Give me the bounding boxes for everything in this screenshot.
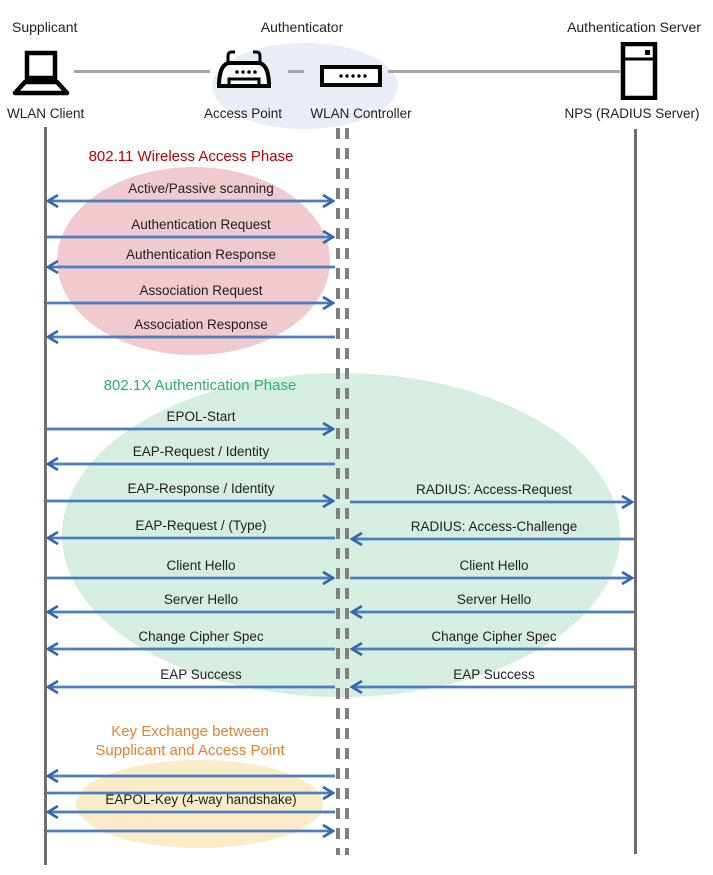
message-label: Client Hello — [166, 558, 236, 573]
message-arrow-left — [350, 604, 634, 620]
message-label: Authentication Request — [131, 217, 271, 232]
access-point-lifeline — [336, 128, 340, 855]
authenticator-role-label: Authenticator — [260, 19, 344, 35]
phase-title-key-exchange-line2: Supplicant and Access Point — [95, 742, 285, 759]
server-icon — [620, 42, 658, 100]
message-arrow-both — [46, 193, 335, 209]
message-arrow-right — [46, 493, 335, 509]
message-label: RADIUS: Access-Request — [415, 482, 573, 497]
message-label: Change Cipher Spec — [431, 629, 557, 644]
message-label: Change Cipher Spec — [138, 629, 264, 644]
message-label: EAP-Request / Identity — [132, 444, 270, 459]
message-arrow-left — [350, 641, 634, 657]
authentication-phase-ellipse — [62, 373, 620, 697]
wlan-controller-icon — [320, 65, 382, 87]
phase-title-key-exchange: Key Exchange between Supplicant and Acce… — [40, 722, 340, 760]
nps-radius-server-label: NPS (RADIUS Server) — [564, 106, 700, 121]
phase-title-8021x: 802.1X Authentication Phase — [103, 377, 297, 394]
message-arrow-left — [46, 604, 335, 620]
message-arrow-left — [46, 259, 335, 275]
wireless-access-phase-ellipse — [57, 167, 330, 355]
connector-controller-to-server — [388, 70, 620, 73]
message-label: Authentication Response — [125, 247, 277, 262]
message-arrow-right — [46, 823, 335, 839]
message-label: EAPOL-Key (4-way handshake) — [105, 792, 297, 807]
message-arrow-right — [46, 421, 335, 437]
message-label: RADIUS: Access-Challenge — [410, 519, 578, 534]
message-arrow-right — [46, 295, 335, 311]
message-label: Server Hello — [163, 592, 239, 607]
nps-lifeline — [634, 129, 637, 854]
message-label: Association Request — [139, 283, 263, 298]
authentication-server-role-label: Authentication Server — [567, 19, 701, 35]
message-arrow-right — [46, 570, 335, 586]
wlan-controller-lifeline — [345, 128, 349, 855]
message-arrow-left — [350, 679, 634, 695]
message-label: Client Hello — [459, 558, 529, 573]
wlan-client-lifeline — [44, 127, 47, 865]
phase-title-key-exchange-line1: Key Exchange between — [111, 723, 269, 740]
message-label: EAP Success — [453, 667, 535, 682]
message-label: EAP-Request / (Type) — [135, 518, 267, 533]
connector-ap-to-controller — [288, 70, 304, 73]
message-arrow-left — [46, 641, 335, 657]
message-arrow-left — [46, 329, 335, 345]
laptop-icon — [12, 50, 70, 96]
message-arrow-left — [46, 804, 335, 820]
message-arrow-left — [46, 530, 335, 546]
message-arrow-right — [350, 570, 634, 586]
message-arrow-left — [350, 531, 634, 547]
message-arrow-right — [46, 785, 335, 801]
message-label: Active/Passive scanning — [128, 181, 274, 196]
access-point-icon — [216, 50, 272, 88]
message-arrow-right — [350, 494, 634, 510]
wlan-controller-label: WLAN Controller — [310, 106, 412, 121]
access-point-label: Access Point — [203, 106, 283, 121]
supplicant-role-label: Supplicant — [12, 19, 78, 35]
message-arrow-left — [46, 679, 335, 695]
message-arrow-left — [46, 768, 335, 784]
message-label: Association Response — [134, 317, 268, 332]
message-arrow-right — [46, 229, 335, 245]
phase-title-80211: 802.11 Wireless Access Phase — [88, 148, 294, 165]
message-label: EAP-Response / Identity — [127, 481, 275, 496]
message-label: EPOL-Start — [166, 409, 236, 424]
message-label: Server Hello — [456, 592, 532, 607]
connector-client-to-ap — [74, 70, 210, 73]
wlan-client-label: WLAN Client — [7, 106, 85, 121]
message-label: EAP Success — [160, 667, 242, 682]
message-arrow-left — [46, 456, 335, 472]
